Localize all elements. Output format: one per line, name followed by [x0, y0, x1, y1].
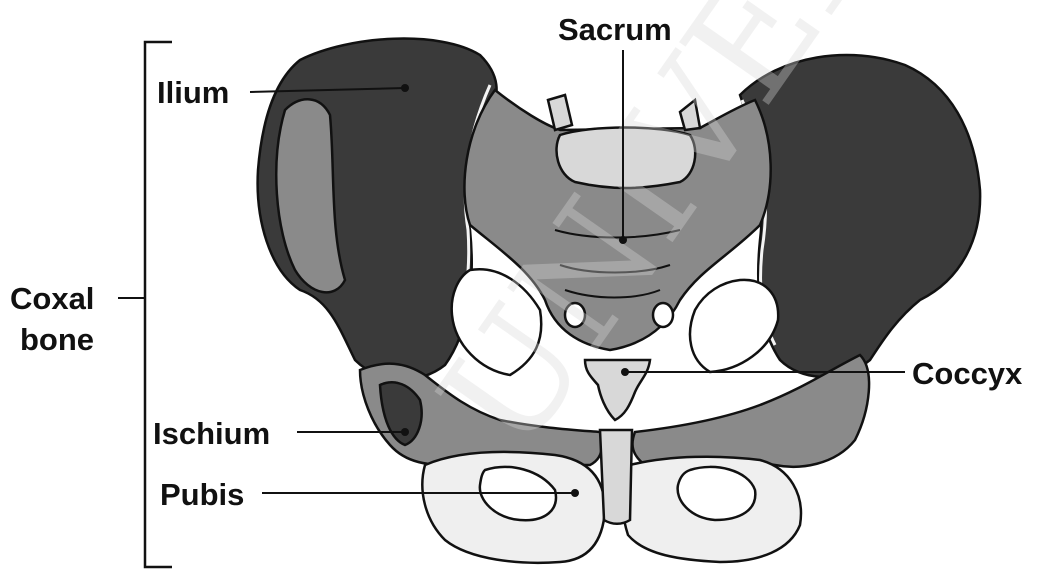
label-ilium: Ilium: [157, 75, 229, 110]
label-bone: bone: [20, 322, 94, 357]
coccyx-leader-dot: [621, 368, 629, 376]
pubis-leader-dot: [571, 489, 579, 497]
label-pubis: Pubis: [160, 477, 244, 512]
ilium-leader-dot: [401, 84, 409, 92]
label-sacrum: Sacrum: [558, 12, 672, 47]
right-pelvic-opening: [690, 280, 778, 372]
pubic-symphysis: [600, 430, 632, 524]
sacrum-leader-dot: [619, 236, 627, 244]
label-coccyx: Coccyx: [912, 356, 1023, 391]
ischium-leader-dot: [401, 428, 409, 436]
label-coxal: Coxal: [10, 281, 94, 316]
label-ischium: Ischium: [153, 416, 270, 451]
sacral-process: [548, 95, 572, 130]
